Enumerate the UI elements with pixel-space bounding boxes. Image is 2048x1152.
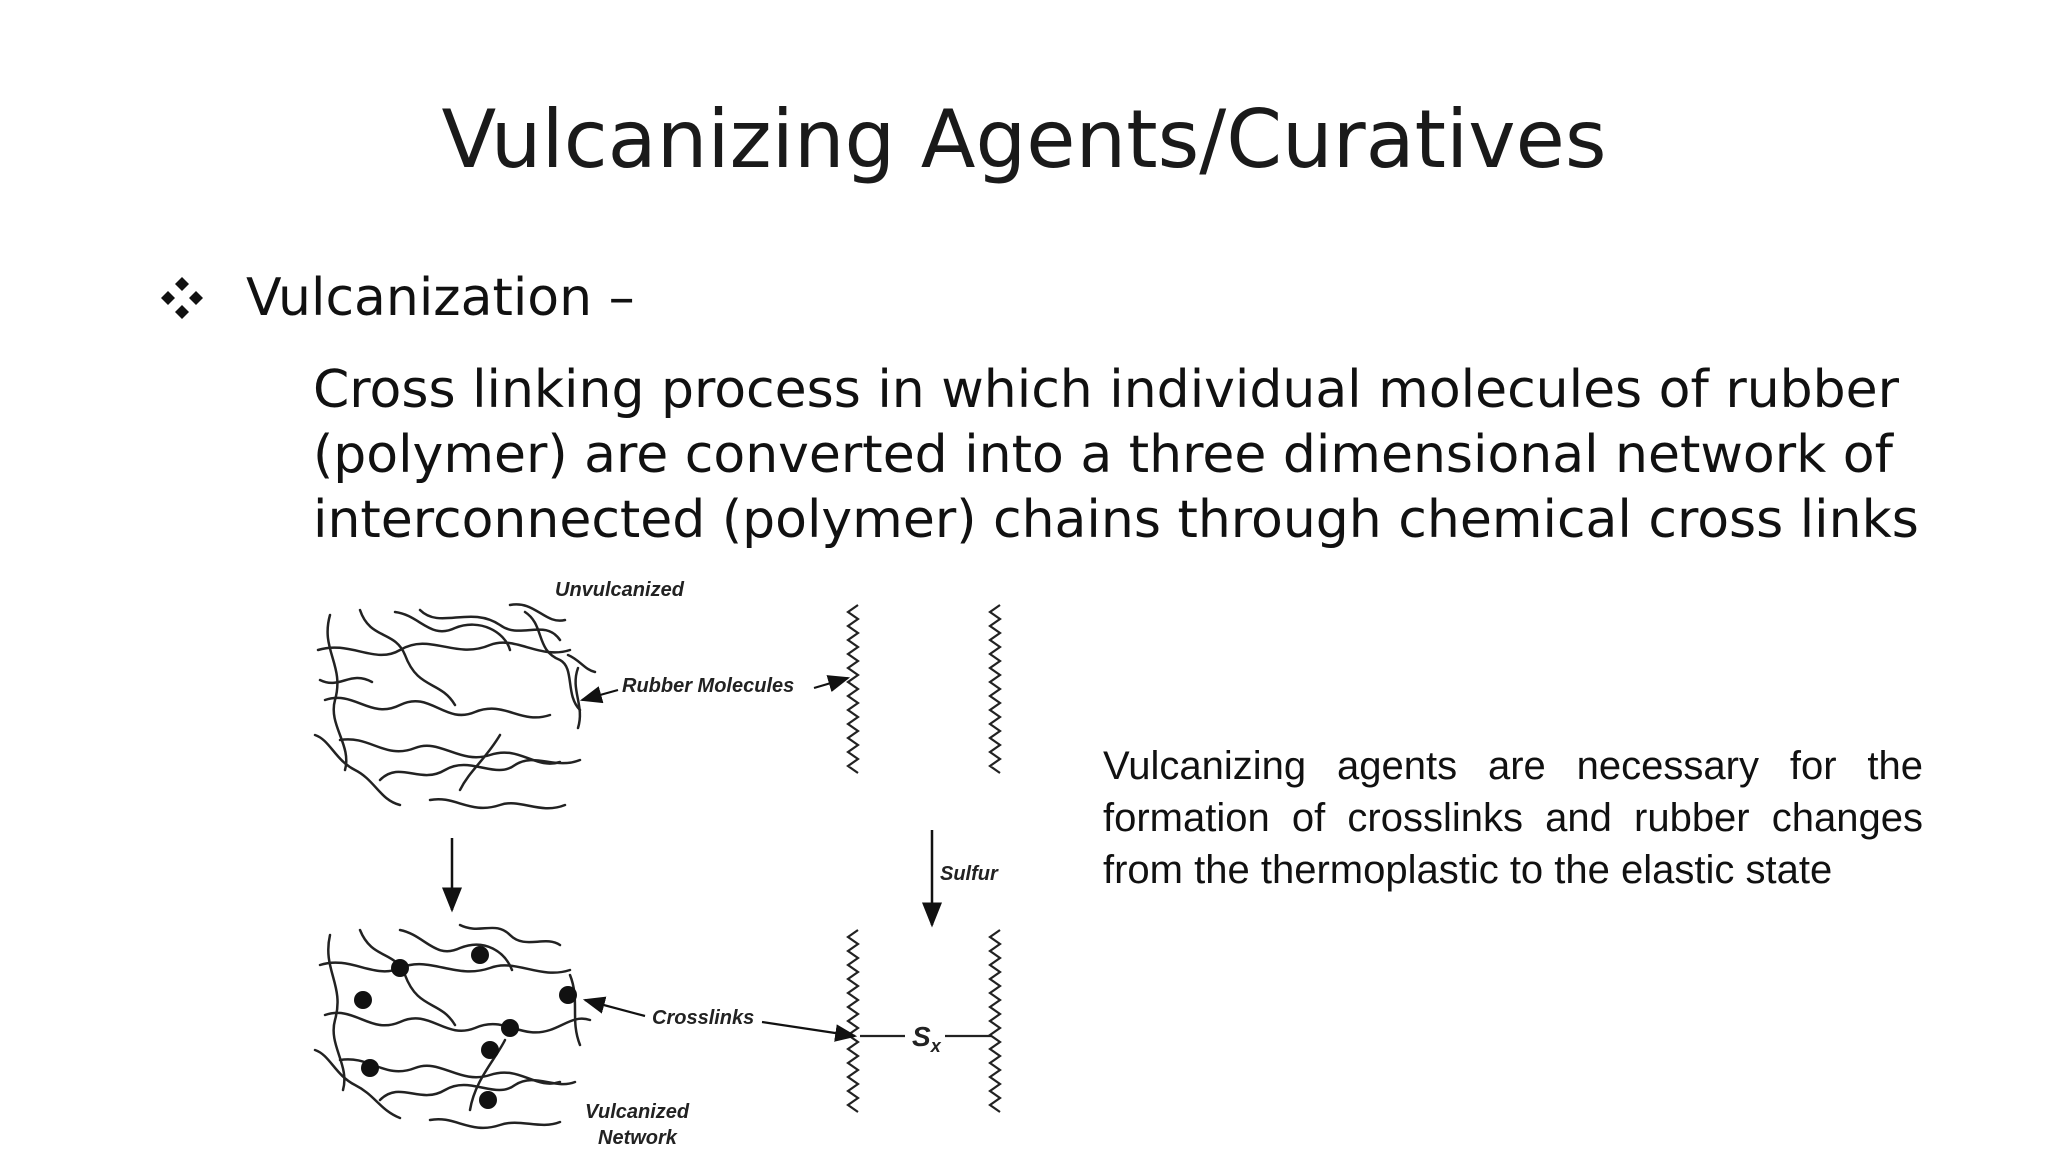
vulcanized-network: [313, 923, 592, 1130]
sx-label: Sx: [912, 1021, 942, 1056]
definition-line-3: interconnected (polymer) chains through …: [313, 490, 1919, 550]
vulcanization-diagram: Unvulcanized: [313, 579, 1002, 1149]
four-diamond-bullet-icon: [161, 277, 203, 319]
definition-line-1: Cross linking process in which individua…: [313, 360, 1900, 420]
unvulcanized-molecules: [313, 603, 597, 810]
crosslinks-arrow-right: [761, 1020, 858, 1042]
chain-left-bottom: [846, 929, 860, 1113]
bullet-heading: Vulcanization –: [246, 268, 635, 328]
crosslink-dot: [391, 959, 409, 977]
chain-right-top: [988, 604, 1002, 774]
chain-right-bottom: [988, 929, 1002, 1113]
linear-rubber-chains: [846, 604, 1002, 774]
rubber-molecules-arrow-left: [579, 686, 619, 704]
crosslink-dot: [501, 1019, 519, 1037]
crosslink-dot: [481, 1041, 499, 1059]
slide-title: Vulcanizing Agents/Curatives: [441, 93, 1607, 186]
rubber-molecules-label: Rubber Molecules: [622, 675, 794, 697]
crosslink-dot: [361, 1059, 379, 1077]
definition-line-2: (polymer) are converted into a three dim…: [313, 425, 1893, 485]
chain-left-top: [846, 604, 860, 774]
vulcanized-label: Vulcanized: [585, 1101, 690, 1123]
crosslinks-arrow-left: [582, 996, 646, 1018]
sx-label-sub: x: [930, 1036, 942, 1056]
network-label: Network: [598, 1127, 678, 1149]
crosslink-dot: [479, 1091, 497, 1109]
crosslinked-chains: [846, 929, 1002, 1113]
rubber-molecules-arrow-right: [813, 675, 851, 693]
crosslink-dot: [354, 991, 372, 1009]
sx-label-main: S: [912, 1021, 931, 1052]
definition-text: Cross linking process in which individua…: [313, 358, 1919, 553]
crosslink-dot: [471, 946, 489, 964]
bullet-row: Vulcanization –: [158, 268, 635, 328]
crosslinks-label: Crosslinks: [652, 1007, 754, 1029]
crosslink-dot: [559, 986, 577, 1004]
sulfur-label: Sulfur: [940, 863, 999, 885]
side-note: Vulcanizing agents are necessary for the…: [1103, 744, 1923, 892]
crosslink-dots: [354, 946, 577, 1109]
unvulcanized-label: Unvulcanized: [555, 579, 685, 601]
